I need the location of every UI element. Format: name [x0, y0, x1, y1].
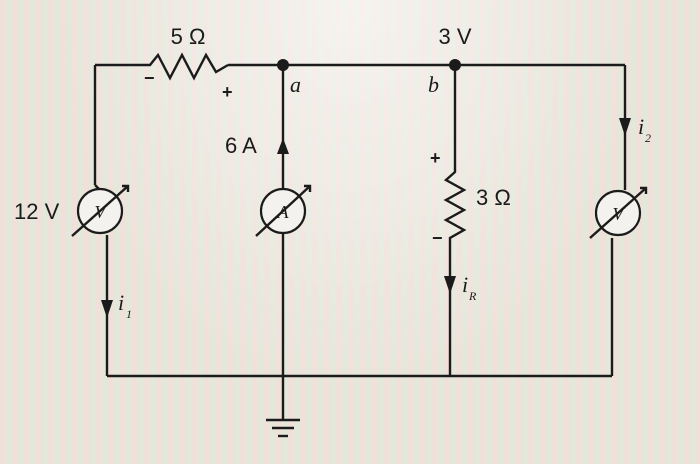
svg-text:i: i [462, 272, 468, 297]
ammeter: A [255, 184, 312, 237]
ground-symbol [266, 418, 300, 438]
resistor-5ohm-minus: − [144, 68, 155, 88]
source-6a-label: 6 A [225, 133, 257, 158]
current-i2-arrow [619, 118, 631, 136]
current-6a-arrow [277, 138, 289, 154]
ammeter-letter: A [277, 202, 290, 222]
ammeter-arrowhead [304, 184, 312, 192]
voltmeter-left-12v-label: 12 V [14, 199, 60, 224]
current-ir-arrow [444, 276, 456, 294]
voltmeter-left-arrowhead [122, 184, 130, 192]
svg-text:i: i [638, 114, 644, 139]
node-b-label: b [428, 72, 439, 97]
current-ir-label: i R [462, 272, 477, 303]
node-a-dot [277, 59, 289, 71]
resistor-3ohm-plus: + [430, 148, 441, 168]
resistor-5ohm-plus: + [222, 82, 233, 102]
voltmeter-right: V [589, 186, 648, 239]
voltmeter-left-needle [71, 185, 129, 237]
svg-text:R: R [468, 289, 477, 303]
voltage-3v-label: 3 V [438, 24, 471, 49]
voltmeter-right-arrowhead [640, 186, 648, 194]
svg-text:1: 1 [126, 307, 132, 321]
voltmeter-left-letter: V [95, 202, 108, 222]
ammeter-needle [255, 185, 311, 237]
current-i1-label: i 1 [118, 290, 132, 321]
resistor-3ohm-minus: − [432, 228, 443, 248]
current-i1-arrow [101, 300, 113, 318]
resistor-5ohm-symbol [140, 52, 229, 81]
resistor-3ohm-symbol [443, 165, 467, 245]
voltmeter-left: V [71, 184, 130, 237]
wires [93, 63, 627, 420]
node-a-label: a [290, 72, 301, 97]
current-i2-label: i 2 [638, 114, 651, 145]
voltmeter-right-needle [589, 187, 647, 239]
node-b-dot [449, 59, 461, 71]
svg-text:2: 2 [645, 131, 651, 145]
voltmeter-right-letter: V [613, 204, 626, 224]
svg-text:i: i [118, 290, 124, 315]
resistor-3ohm-label: 3 Ω [476, 185, 511, 210]
resistor-5ohm-label: 5 Ω [171, 24, 206, 49]
